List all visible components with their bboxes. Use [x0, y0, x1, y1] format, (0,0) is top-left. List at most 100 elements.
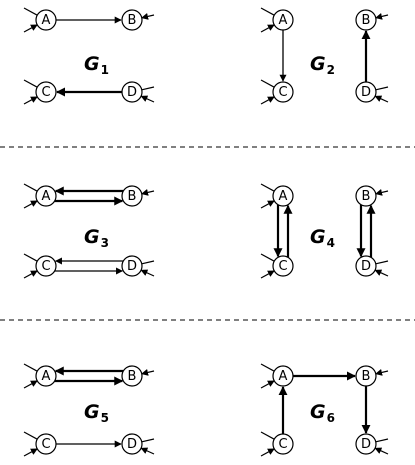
graph-label-g3: G3	[84, 226, 109, 250]
stub-edge-c	[260, 79, 275, 88]
node-a	[272, 185, 294, 207]
stub-edge-a	[23, 183, 38, 192]
node-c	[35, 255, 57, 277]
stub-edge-a	[23, 363, 38, 372]
stub-edge-a	[23, 380, 38, 389]
node-label-c: C	[278, 259, 287, 274]
stub-edge-d	[141, 86, 155, 91]
node-label-c: C	[278, 437, 287, 452]
node-a	[272, 9, 294, 31]
node-a	[272, 365, 294, 387]
stub-edge-c	[23, 270, 38, 279]
node-d	[355, 433, 377, 455]
node-label-d: D	[361, 437, 371, 452]
graph-g6: A B C D G6	[260, 363, 389, 457]
stub-edge-d	[374, 447, 389, 455]
stub-edge-a	[260, 200, 275, 209]
node-label-b: B	[362, 13, 371, 28]
node-label-b: B	[128, 189, 137, 204]
node-label-c: C	[41, 85, 50, 100]
node-label-d: D	[127, 259, 137, 274]
node-d	[121, 255, 143, 277]
node-a	[35, 9, 57, 31]
graph-g5: A B C D G5	[23, 363, 155, 457]
stub-edge-c	[260, 431, 275, 440]
node-label-b: B	[128, 13, 137, 28]
node-label-d: D	[361, 85, 371, 100]
node-label-a: A	[279, 369, 288, 384]
stub-edge-c	[260, 448, 275, 457]
stub-edge-b	[375, 12, 389, 20]
node-label-a: A	[42, 369, 51, 384]
node-label-c: C	[278, 85, 287, 100]
stub-edge-b	[375, 368, 389, 376]
graph-g4: A B C D G4	[260, 183, 389, 279]
stub-edge-c	[260, 253, 275, 262]
node-b	[121, 365, 143, 387]
node-c	[35, 433, 57, 455]
stub-edge-a	[260, 380, 275, 389]
node-label-a: A	[42, 13, 51, 28]
node-label-a: A	[42, 189, 51, 204]
node-label-a: A	[279, 189, 288, 204]
node-b	[355, 365, 377, 387]
stub-edge-c	[260, 96, 275, 105]
node-label-d: D	[127, 85, 137, 100]
node-b	[355, 185, 377, 207]
graph-label-g5: G5	[84, 401, 109, 425]
node-b	[121, 9, 143, 31]
stub-edge-a	[23, 7, 38, 16]
stub-edge-c	[260, 270, 275, 279]
stub-edge-a	[23, 200, 38, 209]
graph-label-g1: G1	[84, 53, 109, 77]
graph-label-g4: G4	[310, 226, 335, 250]
graph-g1: A B C D G1	[23, 7, 155, 105]
stub-edge-d	[374, 269, 389, 277]
graph-label-g6: G6	[310, 401, 335, 425]
stub-edge-b	[141, 12, 155, 20]
stub-edge-d	[140, 95, 155, 103]
node-a	[35, 185, 57, 207]
stub-edge-c	[23, 79, 38, 88]
node-d	[121, 81, 143, 103]
stub-edge-c	[23, 431, 38, 440]
stub-edge-d	[140, 447, 155, 455]
node-label-b: B	[128, 369, 137, 384]
stub-edge-d	[141, 260, 155, 265]
graph-label-g2: G2	[310, 53, 335, 77]
graph-g2: A B C D G2	[260, 7, 389, 105]
stub-edge-a	[260, 24, 275, 33]
node-d	[121, 433, 143, 455]
node-label-b: B	[362, 189, 371, 204]
node-d	[355, 81, 377, 103]
node-label-a: A	[279, 13, 288, 28]
node-c	[272, 81, 294, 103]
stub-edge-c	[23, 96, 38, 105]
node-b	[355, 9, 377, 31]
stub-edge-a	[260, 363, 275, 372]
node-a	[35, 365, 57, 387]
stub-edge-a	[260, 7, 275, 16]
node-c	[272, 433, 294, 455]
stub-edge-b	[141, 368, 155, 376]
node-label-d: D	[361, 259, 371, 274]
stub-edge-b	[141, 188, 155, 196]
stub-edge-d	[375, 86, 389, 91]
node-label-d: D	[127, 437, 137, 452]
node-c	[272, 255, 294, 277]
stub-edge-a	[260, 183, 275, 192]
node-label-c: C	[41, 437, 50, 452]
node-c	[35, 81, 57, 103]
stub-edge-d	[141, 438, 155, 443]
stub-edge-b	[375, 188, 389, 196]
stub-edge-c	[23, 448, 38, 457]
node-b	[121, 185, 143, 207]
node-d	[355, 255, 377, 277]
stub-edge-c	[23, 253, 38, 262]
stub-edge-a	[23, 24, 38, 33]
stub-edge-d	[374, 95, 389, 103]
node-label-b: B	[362, 369, 371, 384]
stub-edge-d	[375, 438, 389, 443]
